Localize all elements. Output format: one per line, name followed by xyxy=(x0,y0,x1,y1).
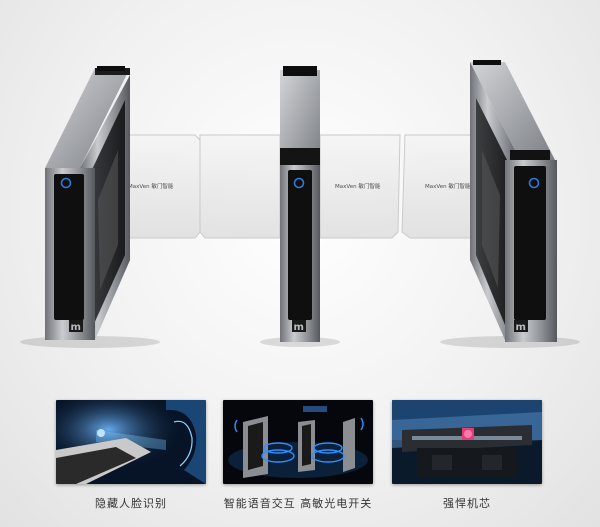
motor-core-image xyxy=(392,400,542,484)
face-recognition-image xyxy=(56,400,206,484)
turnstile-hero-image: MaxVen 敏门智能 MaxVen 敏门智能 MaxVen 敏门智能 m m xyxy=(20,60,580,348)
feature-voice-sensor: 智能语音交互 高敏光电开关 xyxy=(223,400,373,511)
feature-caption: 智能语音交互 高敏光电开关 xyxy=(223,497,373,510)
feature-motor-core: 强悍机芯 xyxy=(392,400,542,511)
feature-caption: 强悍机芯 xyxy=(443,497,491,510)
glass-brand-left: MaxVen 敏门智能 xyxy=(128,182,174,190)
feature-strip: 隐藏人脸识别 智能 xyxy=(0,400,600,527)
feature-caption: 隐藏人脸识别 xyxy=(95,497,167,510)
glass-brand-right: MaxVen 敏门智能 xyxy=(425,182,471,190)
svg-text:m: m xyxy=(516,322,526,333)
feature-face-recognition: 隐藏人脸识别 xyxy=(56,400,206,511)
left-cabinet: m xyxy=(45,66,130,340)
voice-sensor-image xyxy=(223,400,373,484)
svg-text:m: m xyxy=(294,322,304,333)
right-cabinet: m xyxy=(470,60,557,342)
svg-text:m: m xyxy=(71,322,81,333)
center-cabinet: m xyxy=(280,66,320,342)
glass-brand-center: MaxVen 敏门智能 xyxy=(335,182,381,190)
